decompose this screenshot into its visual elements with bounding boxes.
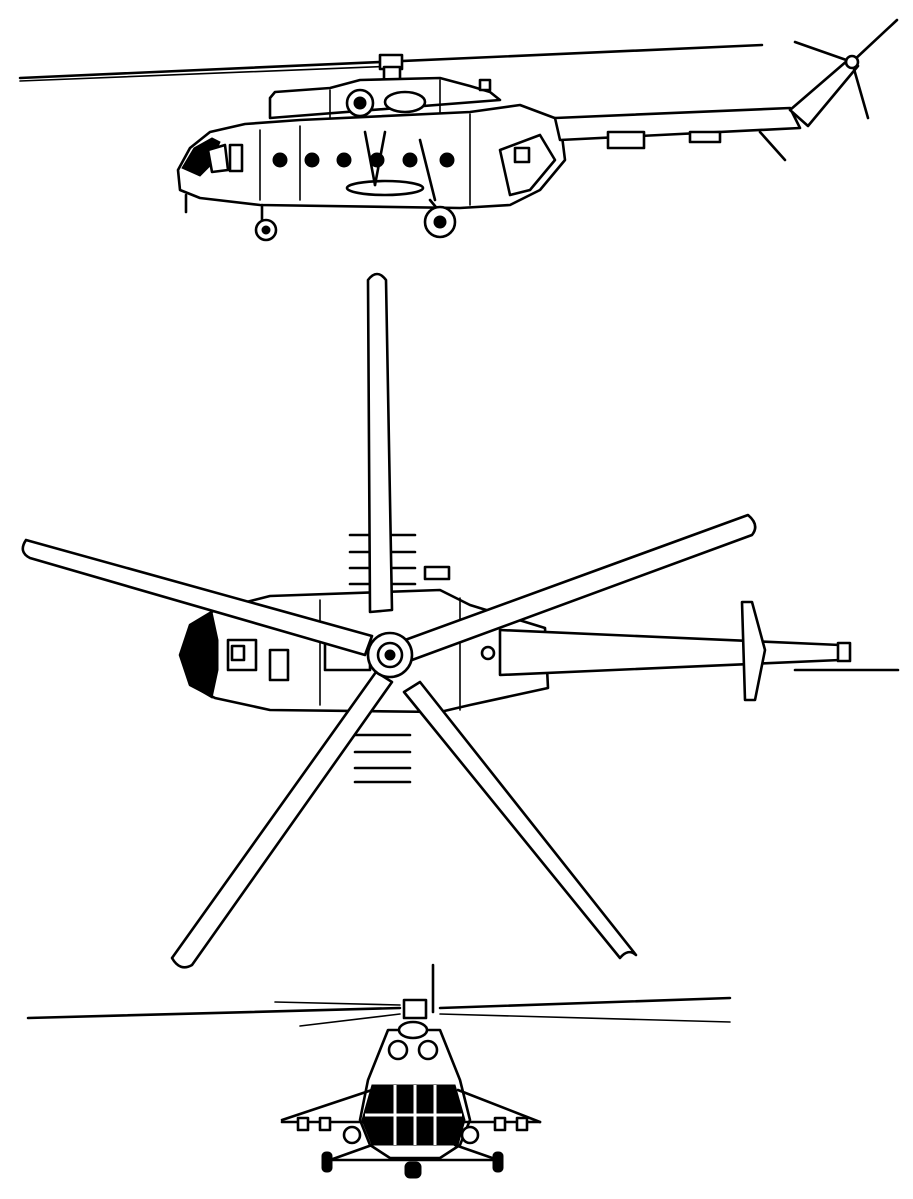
main-rotor-top [21, 272, 757, 969]
fuselage-side [176, 103, 567, 210]
fuselage-front [358, 1020, 472, 1160]
tail-boom-top [498, 600, 900, 702]
top-view [21, 272, 900, 969]
side-view [18, 18, 899, 242]
landing-gear-front [321, 1143, 504, 1179]
stub-wings-front [280, 1088, 542, 1145]
main-rotor-front [26, 963, 732, 1027]
tail-rotor-side [793, 18, 899, 120]
engine-cowling [268, 76, 502, 120]
landing-gear-side [184, 193, 457, 242]
tail-boom-side [553, 58, 860, 162]
front-view [26, 963, 732, 1179]
main-rotor-side [18, 43, 764, 83]
